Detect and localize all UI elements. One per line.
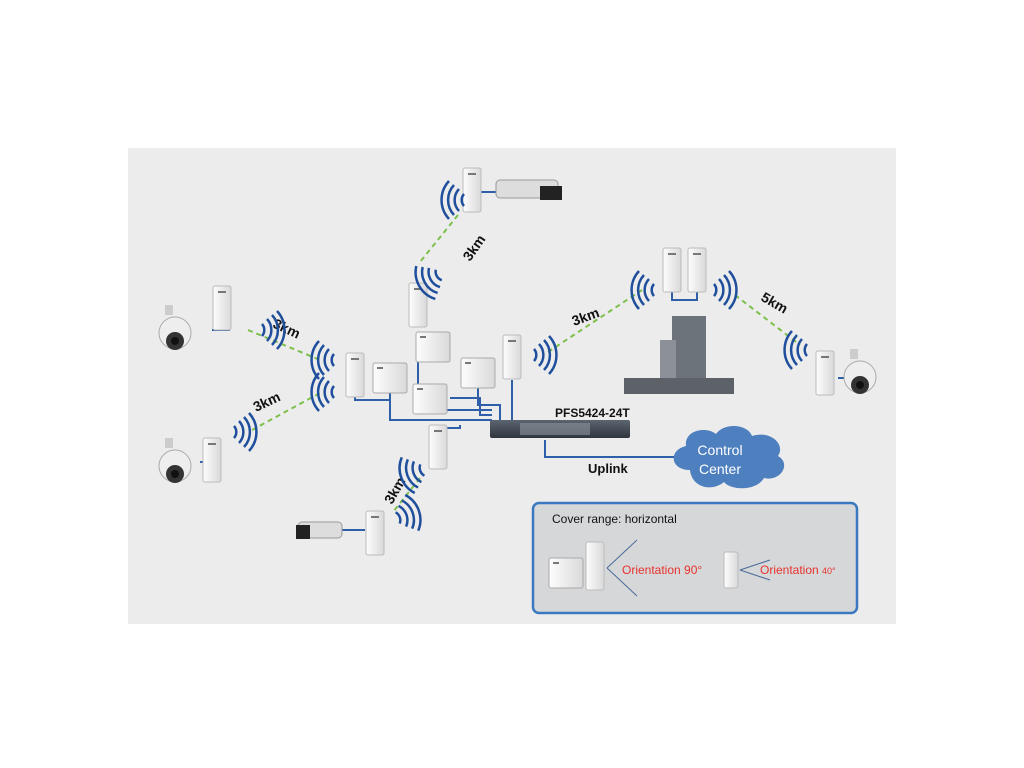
cpe-left-lower — [202, 437, 222, 483]
bullet-camera-bottom — [296, 521, 343, 539]
legend-item-label: Orientation 90° — [622, 563, 702, 577]
bullet-camera-top — [495, 179, 562, 200]
link-right — [547, 289, 643, 353]
switch-model-label: PFS5424-24T — [555, 406, 630, 420]
cpe-bottom — [428, 424, 448, 470]
legend-title: Cover range: horizontal — [552, 512, 677, 526]
wireless-links — [247, 214, 801, 513]
building-cpe-right — [687, 247, 707, 293]
link-top — [419, 214, 459, 263]
cpe-far-right — [815, 350, 835, 396]
building — [624, 316, 734, 394]
link-left-upper — [247, 329, 321, 361]
hub-cpe — [345, 352, 365, 398]
legend-cpe-large — [585, 541, 605, 591]
link-left-lower — [251, 392, 321, 431]
uplink-label: Uplink — [588, 461, 628, 476]
ethernet-cables — [200, 191, 848, 531]
cpe-top — [462, 167, 482, 213]
legend-cpe-small — [723, 551, 739, 589]
control-center-cloud — [673, 425, 785, 489]
link-far-right — [734, 294, 801, 346]
building-cpe-left — [662, 247, 682, 293]
access-point — [460, 357, 496, 389]
legend-box: Cover range: horizontal Orientation 90° … — [531, 501, 859, 615]
cpe-bottom-camera — [365, 510, 385, 556]
access-point — [412, 383, 448, 415]
legend-item-label: Orientation 40° — [760, 563, 836, 577]
legend-angle-90 — [606, 539, 638, 597]
uplink-cable — [544, 440, 688, 458]
control-center-line2: Center — [699, 461, 741, 477]
control-center-line1: Control — [697, 442, 742, 458]
access-point — [372, 362, 408, 394]
legend-angle-40 — [739, 559, 771, 581]
cpe-relay — [408, 282, 428, 328]
cpe-left-upper — [212, 285, 232, 331]
legend-access-point — [548, 557, 584, 589]
switch — [490, 420, 630, 438]
access-point — [415, 331, 451, 363]
cpe-right — [502, 334, 522, 380]
